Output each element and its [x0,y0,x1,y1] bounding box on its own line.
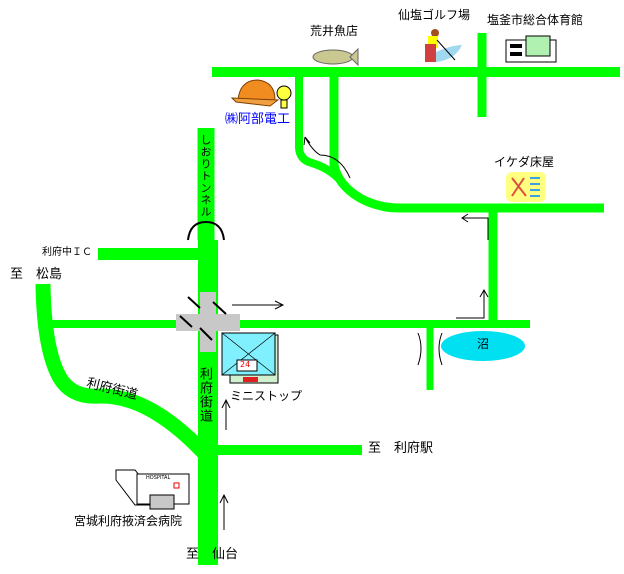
arrow-route-top [461,213,489,240]
ministop-sign: 24 [240,360,251,369]
tunnel-icon [187,220,225,241]
sendai-direction: 至 仙台 [186,547,239,562]
fish-icon [312,47,359,67]
road-matsushima [35,283,212,461]
arrow-north-1 [221,398,231,430]
pond-label: 沼 [477,337,490,351]
ministop-icon [221,332,279,384]
fish-shop-label: 荒井魚店 [310,24,359,38]
tunnel-label: しおりトンネル [199,134,212,218]
rifu-kaido-main-label: 利府街道 [197,367,212,423]
ministop-label: ミニストップ [230,389,303,403]
road-company-left [295,77,341,181]
helmet-icon [230,79,280,107]
pond [441,331,525,361]
rifu-station-direction: 至 利府駅 [368,441,434,456]
road-company-right [329,77,604,213]
ic-label: 利府中ＩＣ [42,247,92,258]
matsushima-direction: 至 松島 [10,267,63,282]
gym-label: 塩釜市総合体育館 [487,13,584,27]
company-label: ㈱阿部電工 [225,112,291,127]
golfer-icon [425,29,462,62]
intersection-icon [176,292,240,352]
arrow-company [303,136,351,179]
barber-icon [506,172,546,202]
arrow-north-2 [219,493,229,530]
hospital-sign: HOSPITAL [146,475,171,481]
lightbulb-icon [276,85,292,109]
arrow-east [232,300,285,310]
gym-icon [505,35,557,63]
hospital-label: 宮城利府掖済会病院 [74,514,183,528]
hospital-icon [115,469,190,510]
arrow-route-pond [456,288,489,319]
bridge-icon [417,332,443,366]
barber-label: イケダ床屋 [494,155,555,169]
golf-label: 仙塩ゴルフ場 [398,8,471,22]
